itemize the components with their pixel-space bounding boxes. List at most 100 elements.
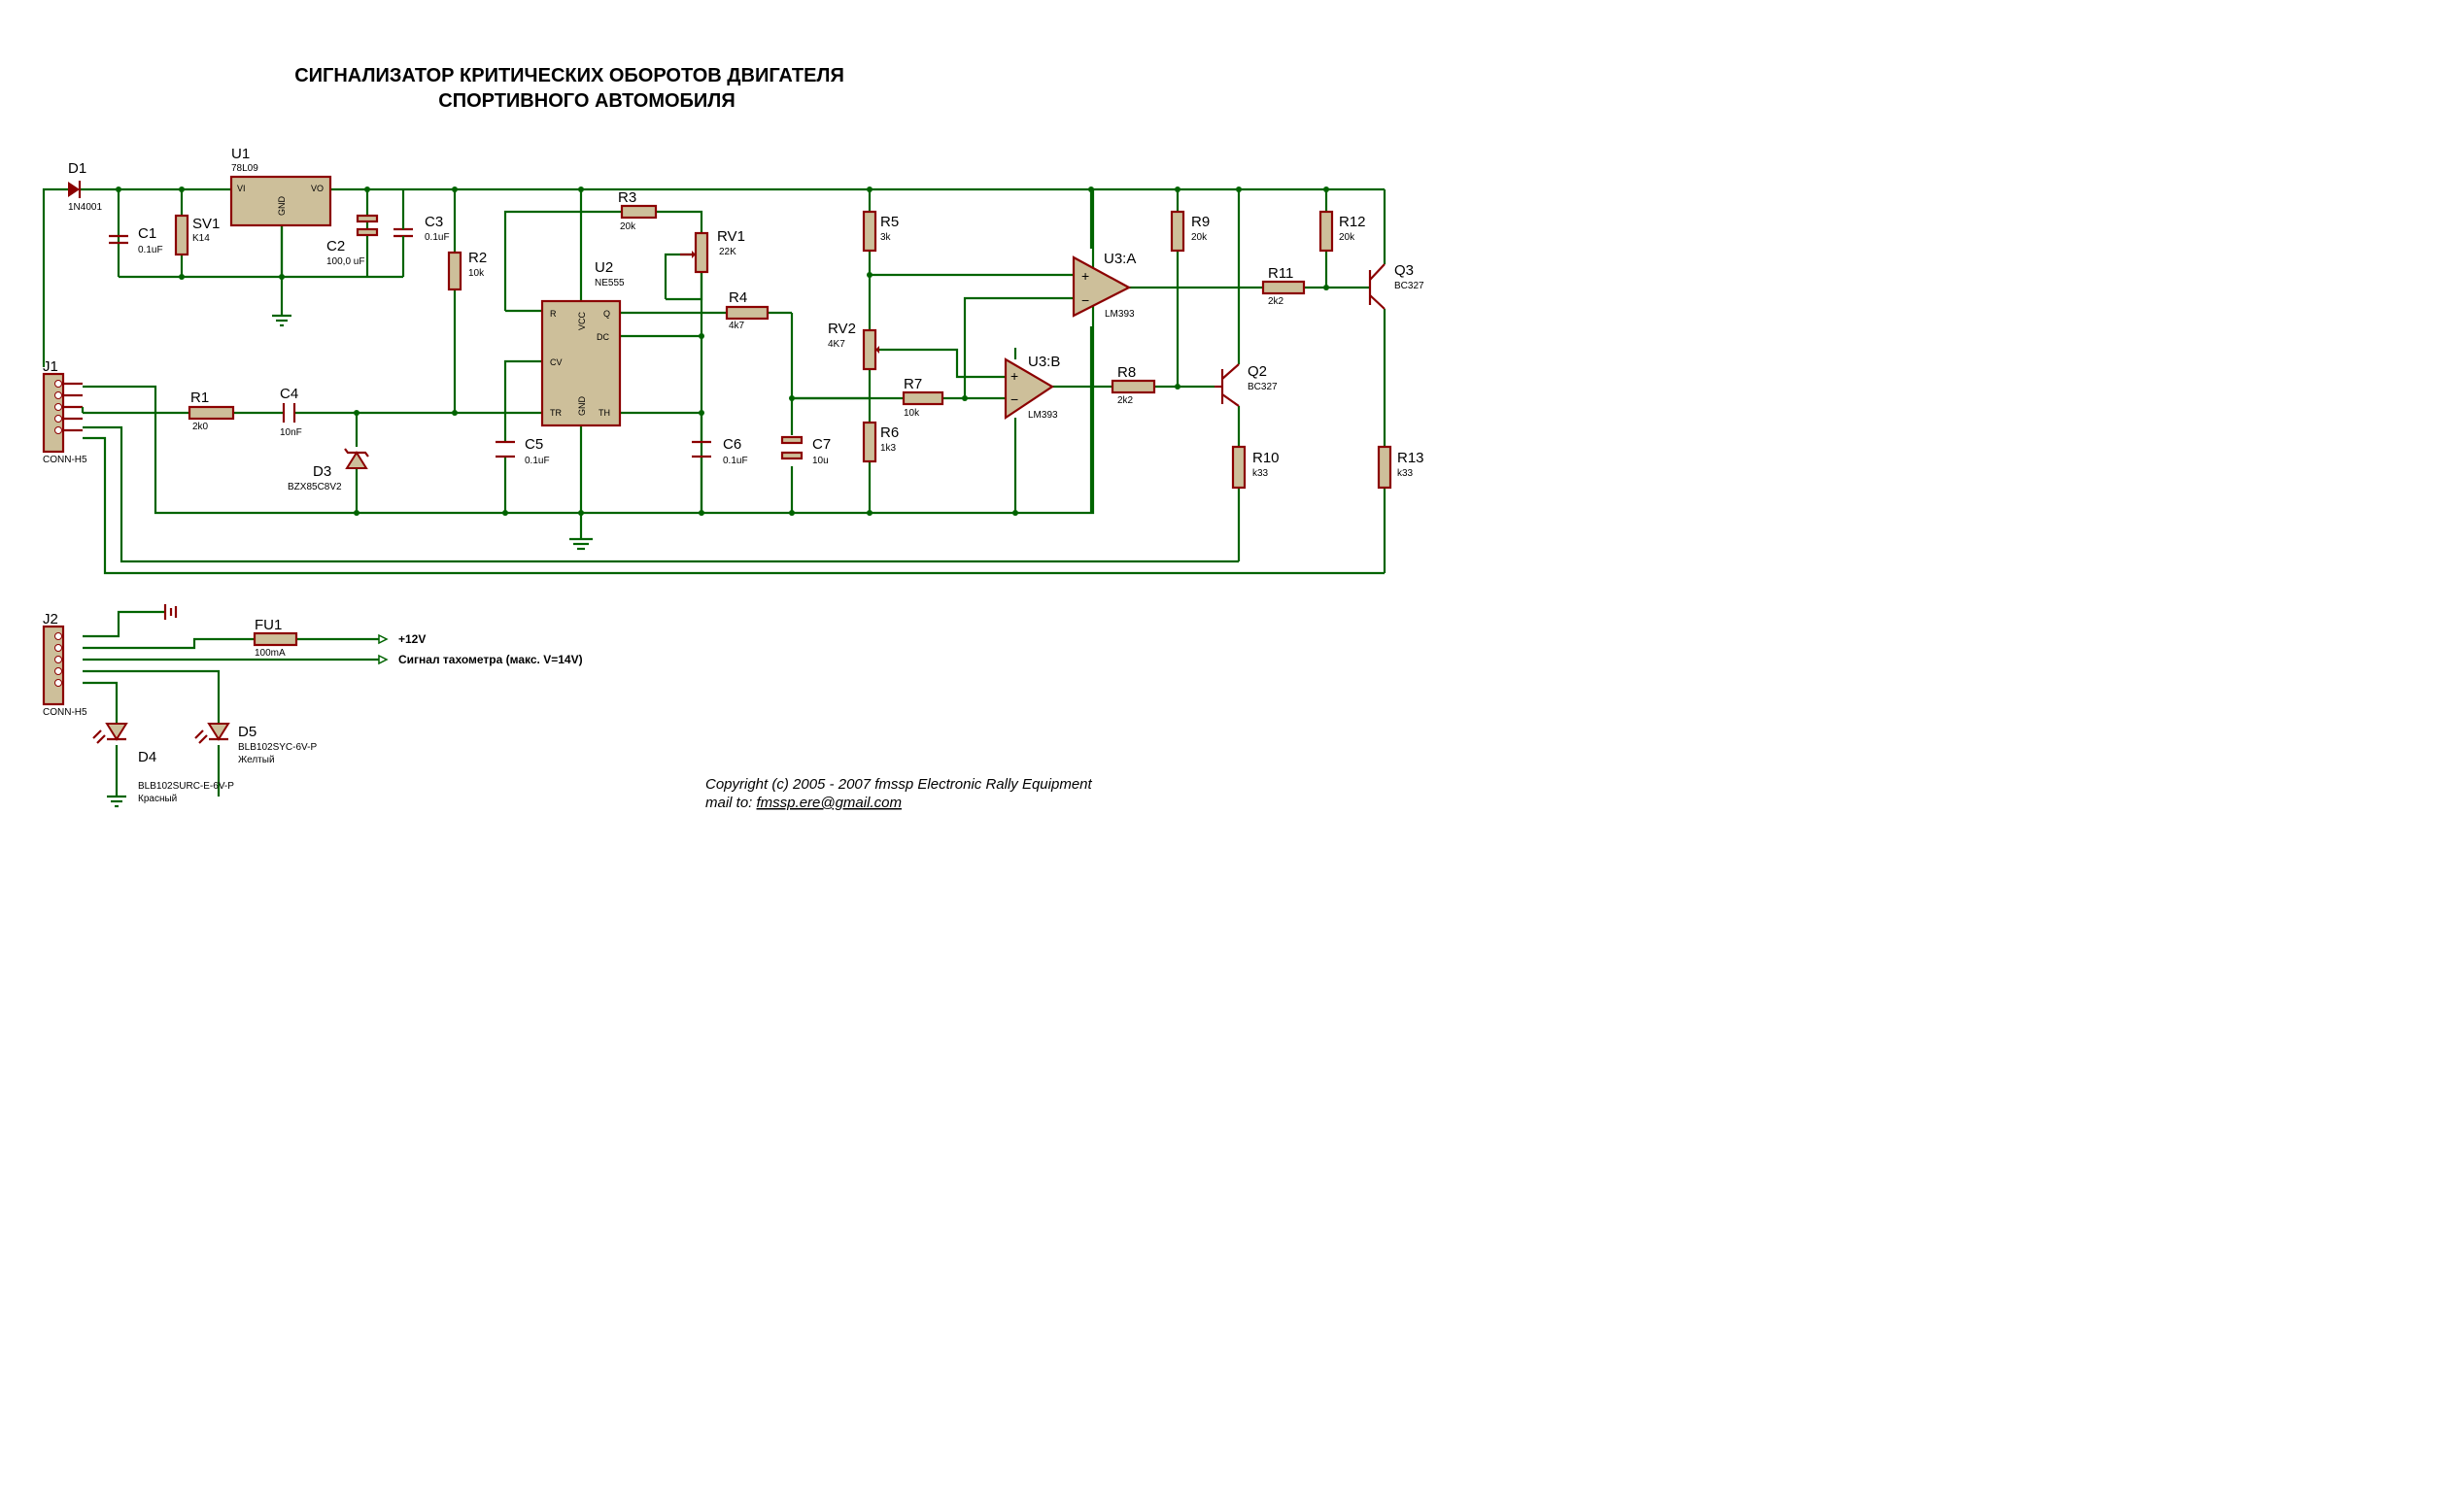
svg-text:C4: C4: [280, 386, 298, 402]
svg-text:R: R: [550, 309, 557, 319]
svg-text:k33: k33: [1252, 468, 1269, 479]
svg-text:k33: k33: [1397, 468, 1414, 479]
label-plus-12v: +12V: [398, 632, 426, 646]
svg-text:LM393: LM393: [1105, 309, 1135, 320]
svg-text:10u: 10u: [812, 456, 829, 466]
capacitor-c4: C4 10nF: [280, 386, 302, 438]
svg-text:J2: J2: [43, 611, 58, 627]
led-d4: D4 BLB102SURC-E-6V-P Красный: [92, 723, 234, 804]
svg-text:R7: R7: [904, 376, 922, 392]
resistor-r9: R9 20k: [1170, 210, 1210, 253]
svg-text:−: −: [1081, 292, 1089, 308]
svg-text:VI: VI: [237, 184, 246, 193]
svg-text:R4: R4: [729, 289, 747, 306]
svg-text:TR: TR: [550, 408, 562, 418]
title-line-1: СИГНАЛИЗАТОР КРИТИЧЕСКИХ ОБОРОТОВ ДВИГАТ…: [294, 65, 844, 86]
svg-text:K14: K14: [192, 233, 210, 244]
connector-j1: J1 CONN-H5: [42, 358, 87, 465]
svg-text:D5: D5: [238, 724, 257, 740]
potentiometer-rv1: RV1 22K: [680, 228, 745, 274]
svg-text:0.1uF: 0.1uF: [138, 245, 163, 255]
svg-text:2k0: 2k0: [192, 422, 209, 432]
svg-text:4k7: 4k7: [729, 321, 745, 331]
svg-text:U3:B: U3:B: [1028, 354, 1060, 370]
svg-text:3k: 3k: [880, 232, 892, 243]
mail-link[interactable]: fmssp.ere@gmail.com: [757, 795, 902, 811]
svg-text:R5: R5: [880, 214, 899, 230]
transistor-q3: Q3 BC327: [1368, 262, 1424, 310]
svg-text:RV2: RV2: [828, 321, 856, 337]
svg-text:R1: R1: [190, 390, 209, 406]
svg-text:R11: R11: [1268, 265, 1293, 282]
svg-text:BLB102SYC-6V-P: BLB102SYC-6V-P: [238, 742, 317, 753]
resistor-r3: R3 20k: [618, 189, 658, 232]
copyright-text: Copyright (c) 2005 - 2007 fmssp Electron…: [705, 776, 1093, 793]
svg-text:20k: 20k: [620, 221, 636, 232]
svg-text:R8: R8: [1117, 364, 1136, 381]
capacitor-c1: C1 0.1uF: [109, 225, 163, 255]
fuse-fu1: FU1 100mA: [253, 617, 298, 659]
resistor-r13: R13 k33: [1377, 445, 1424, 490]
capacitor-c6: C6 0.1uF: [692, 436, 748, 466]
potentiometer-rv2: RV2 4K7: [828, 321, 879, 371]
resistor-r7: R7 10k: [902, 376, 944, 419]
svg-text:20k: 20k: [1339, 232, 1355, 243]
svg-text:C6: C6: [723, 436, 741, 453]
timer-u2: U2 NE555 R CV TR Q DC TH VCC GND: [540, 259, 625, 427]
svg-text:CV: CV: [550, 357, 563, 367]
resistor-r4: R4 4k7: [725, 289, 770, 331]
svg-text:C5: C5: [525, 436, 543, 453]
svg-text:10k: 10k: [468, 268, 485, 279]
title-line-2: СПОРТИВНОГО АВТОМОБИЛЯ: [438, 90, 735, 112]
svg-text:C3: C3: [425, 214, 443, 230]
svg-text:0.1uF: 0.1uF: [425, 232, 450, 243]
comparator-u3a: + − U3:A LM393: [1072, 251, 1136, 320]
junction-dots: [116, 186, 1329, 516]
diode-d1: D1 1N4001: [68, 160, 102, 213]
capacitor-c2: C2 100,0 uF: [326, 214, 379, 267]
svg-text:2k2: 2k2: [1268, 296, 1284, 307]
svg-text:BZX85C8V2: BZX85C8V2: [288, 482, 342, 492]
transistor-q2: Q2 BC327: [1215, 363, 1278, 407]
capacitor-c5: C5 0.1uF: [496, 436, 550, 466]
svg-text:DC: DC: [597, 332, 609, 342]
svg-text:Желтый: Желтый: [238, 755, 275, 765]
svg-text:78L09: 78L09: [231, 163, 258, 174]
svg-text:+: +: [1010, 368, 1018, 384]
resistor-r10: R10 k33: [1231, 445, 1280, 490]
svg-text:100mA: 100mA: [255, 648, 286, 659]
varistor-sv1: SV1 K14: [174, 214, 220, 256]
resistor-r11: R11 2k2: [1261, 265, 1306, 307]
svg-text:CONN-H5: CONN-H5: [43, 707, 87, 718]
svg-text:U1: U1: [231, 146, 250, 162]
zener-d3: D3 BZX85C8V2: [288, 448, 369, 492]
svg-text:Q3: Q3: [1394, 262, 1414, 279]
capacitor-c7: C7 10u: [780, 435, 831, 466]
svg-text:4K7: 4K7: [828, 339, 845, 350]
svg-text:FU1: FU1: [255, 617, 282, 633]
svg-text:BC327: BC327: [1248, 382, 1278, 392]
svg-text:GND: GND: [577, 396, 587, 417]
svg-text:0.1uF: 0.1uF: [723, 456, 748, 466]
svg-text:C2: C2: [326, 238, 345, 254]
regulator-u1: U1 78L09 VI VO GND: [229, 146, 332, 227]
connector-j2: J2 CONN-H5: [42, 611, 87, 718]
svg-text:R12: R12: [1339, 214, 1366, 230]
svg-text:R6: R6: [880, 424, 899, 441]
svg-text:10nF: 10nF: [280, 427, 302, 438]
svg-text:R3: R3: [618, 189, 636, 206]
svg-text:LM393: LM393: [1028, 410, 1058, 421]
svg-text:R9: R9: [1191, 214, 1210, 230]
svg-text:20k: 20k: [1191, 232, 1208, 243]
svg-text:NE555: NE555: [595, 278, 625, 288]
svg-text:100,0 uF: 100,0 uF: [326, 256, 364, 267]
svg-text:C7: C7: [812, 436, 831, 453]
svg-text:Красный: Красный: [138, 794, 177, 804]
svg-text:BLB102SURC-E-6V-P: BLB102SURC-E-6V-P: [138, 781, 234, 792]
svg-text:+: +: [1081, 268, 1089, 284]
svg-text:RV1: RV1: [717, 228, 745, 245]
svg-text:TH: TH: [599, 408, 610, 418]
svg-text:J1: J1: [43, 358, 58, 375]
svg-text:D3: D3: [313, 463, 331, 480]
svg-text:D4: D4: [138, 749, 156, 765]
